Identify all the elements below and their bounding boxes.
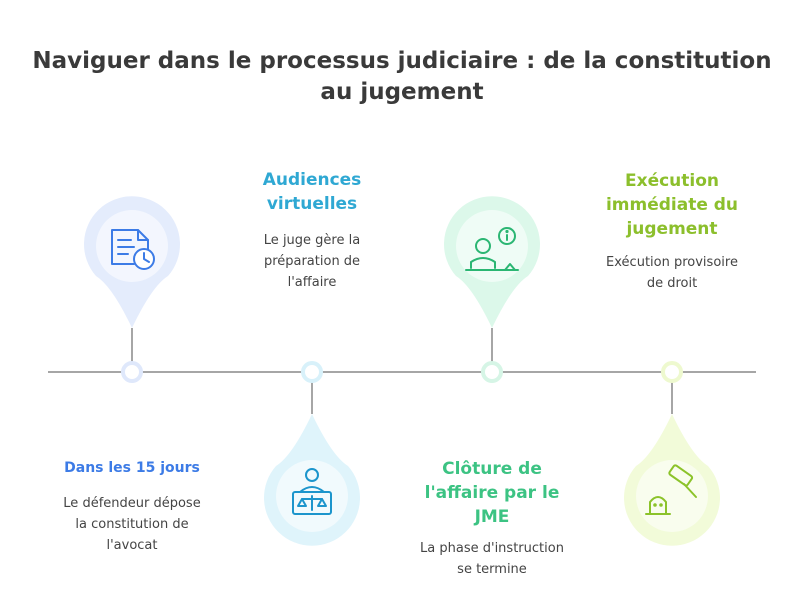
step-3-desc-line: se termine: [457, 562, 527, 577]
timeline-node-3: [481, 361, 503, 383]
step-2-title-line: virtuelles: [266, 194, 358, 214]
step-1-title: Dans les 15 jours: [64, 460, 200, 476]
step-4-desc-line: de droit: [646, 276, 698, 291]
step-2-desc-line: l'affaire: [287, 275, 337, 290]
judge-scales-icon: [292, 468, 332, 515]
step-2-title: Audiences virtuelles: [212, 168, 412, 216]
step-2-desc-line: Le juge gère la: [263, 233, 361, 248]
step-2-title-line: Audiences: [262, 170, 362, 190]
step-3-title: Clôture de l'affaire par le JME: [389, 457, 595, 529]
step-3-title-line: JME: [474, 507, 510, 527]
step-3-title-line: Clôture de: [442, 459, 542, 479]
person-info-icon: [465, 227, 519, 271]
step-3-description: La phase d'instruction se termine: [389, 538, 595, 580]
document-clock-icon: [111, 229, 155, 270]
pin-marker-2: [264, 414, 360, 546]
step-1-desc-line: l'avocat: [106, 538, 158, 553]
step-4-description: Exécution provisoire de droit: [567, 252, 777, 294]
step-2-description: Le juge gère la préparation de l'affaire: [212, 230, 412, 293]
step-4-title-line: jugement: [626, 219, 718, 239]
timeline-node-1: [121, 361, 143, 383]
pin-marker-4: [624, 414, 720, 546]
page-title-line-1: Naviguer dans le processus judiciaire : …: [32, 48, 772, 74]
step-1-desc-line: Le défendeur dépose: [63, 496, 201, 511]
step-3-desc-line: La phase d'instruction: [420, 541, 564, 556]
timeline-node-4: [661, 361, 683, 383]
page-title-line-2: au jugement: [320, 79, 484, 105]
step-4-title: Exécution immédiate du jugement: [567, 169, 777, 241]
step-4-desc-line: Exécution provisoire: [606, 255, 738, 270]
step-4-title-line: Exécution: [624, 171, 720, 191]
pin-marker-1: [83, 196, 180, 328]
step-3-title-line: l'affaire par le: [424, 483, 560, 503]
step-1-description: Le défendeur dépose la constitution de l…: [42, 493, 222, 556]
timeline-node-2: [301, 361, 323, 383]
page-title: Naviguer dans le processus judiciaire : …: [0, 46, 804, 108]
step-2-desc-line: préparation de: [263, 254, 361, 269]
gavel-icon: [645, 464, 697, 515]
pin-marker-3: [444, 196, 540, 328]
step-1-desc-line: la constitution de: [75, 517, 189, 532]
step-4-title-line: immédiate du: [605, 195, 739, 215]
